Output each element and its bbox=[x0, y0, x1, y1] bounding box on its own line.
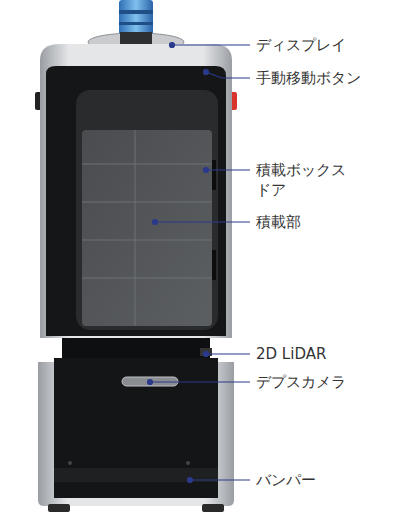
display-label: ディスプレイ bbox=[256, 35, 396, 55]
camera-label: デプスカメラ bbox=[256, 372, 396, 392]
robot-body bbox=[35, 0, 237, 512]
button-label: 手動移動ボタン bbox=[256, 68, 396, 88]
lidar-label: 2D LiDAR bbox=[256, 344, 396, 364]
leader-lines bbox=[148, 43, 251, 483]
cargo-label: 積載部 bbox=[256, 212, 396, 232]
door-label: 積載ボックスドア bbox=[256, 160, 352, 200]
bumper-label: バンパー bbox=[256, 470, 396, 490]
